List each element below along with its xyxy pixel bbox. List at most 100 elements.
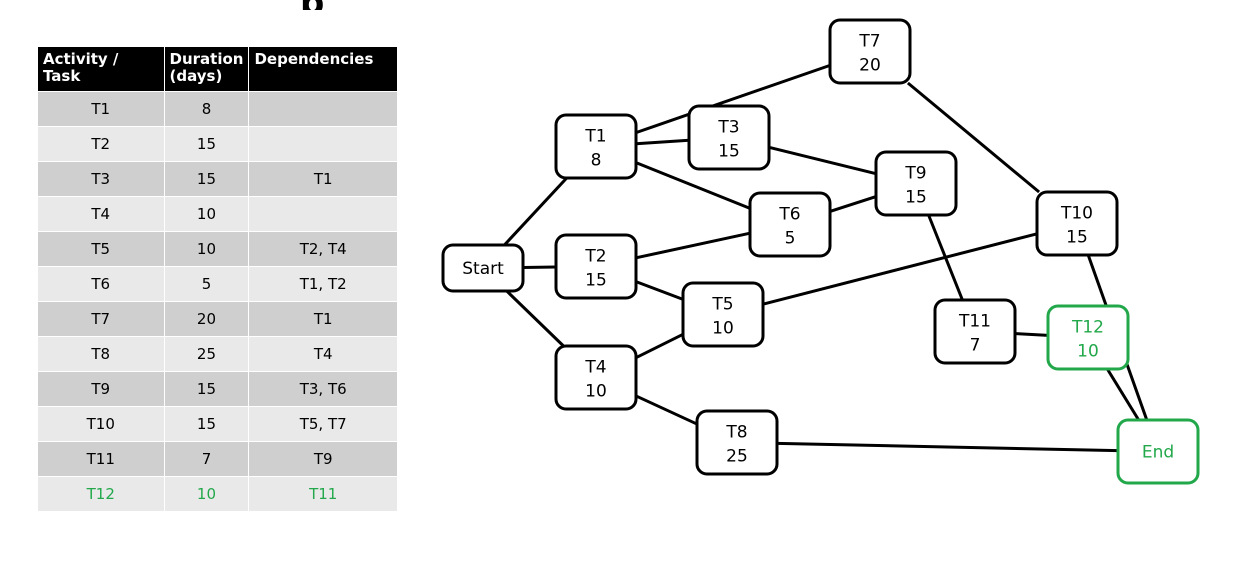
node-t6: T65 (748, 191, 832, 258)
node-label: T3 (717, 118, 739, 138)
node-duration: 15 (585, 271, 607, 291)
node-duration: 20 (859, 56, 881, 76)
node-box (695, 409, 779, 476)
edge-t7-t10 (906, 81, 1041, 194)
node-label: T4 (584, 358, 606, 378)
node-t1: T18 (554, 113, 638, 180)
edge-t9-t11 (927, 214, 964, 301)
node-box (1046, 304, 1130, 371)
node-box (933, 298, 1017, 365)
task-table: Activity / Task Duration (days) Dependen… (38, 47, 397, 511)
node-box (687, 104, 771, 171)
cell-duration: 10 (164, 195, 250, 231)
node-label: T9 (904, 164, 926, 184)
edge-t6-t9 (829, 195, 877, 213)
node-duration: 10 (1077, 342, 1099, 362)
cell-duration: 10 (164, 475, 250, 511)
cell-duration: 15 (164, 405, 250, 441)
cell-task: T1 (38, 90, 165, 126)
header-duration: Duration (days) (164, 47, 250, 91)
edge-t11-t12 (1014, 332, 1049, 337)
node-duration: 15 (1066, 228, 1088, 248)
edge-t1-t7 (635, 63, 831, 135)
node-label: Start (462, 259, 504, 279)
cell-dependencies (248, 125, 397, 161)
node-label: T8 (725, 423, 747, 443)
title-fragment: p (300, 0, 340, 10)
cell-duration: 8 (164, 90, 250, 126)
cell-duration: 5 (164, 265, 250, 301)
edge-t2-t5 (635, 280, 684, 301)
node-box (748, 191, 832, 258)
node-box (554, 233, 638, 300)
cell-duration: 25 (164, 335, 250, 371)
node-duration: 15 (718, 142, 740, 162)
node-duration: 7 (970, 336, 981, 356)
node-start: Start (441, 243, 525, 293)
cell-dependencies: T4 (248, 335, 397, 371)
cell-dependencies: T1, T2 (248, 265, 397, 301)
edge-t1-t3 (635, 138, 690, 146)
cell-duration: 15 (164, 160, 250, 196)
cell-task: T6 (38, 265, 165, 301)
task-table-header: Activity / Task Duration (days) Dependen… (38, 47, 397, 91)
cell-dependencies (248, 90, 397, 126)
edge-t4-t8 (635, 394, 698, 426)
node-box (441, 243, 525, 293)
cell-dependencies: T5, T7 (248, 405, 397, 441)
cell-dependencies: T2, T4 (248, 230, 397, 266)
node-duration: 10 (585, 382, 607, 402)
cell-task: T3 (38, 160, 165, 196)
cell-task: T2 (38, 125, 165, 161)
cell-task: T8 (38, 335, 165, 371)
node-end: End (1116, 418, 1200, 485)
node-box (554, 344, 638, 411)
cell-dependencies (248, 195, 397, 231)
node-duration: 10 (712, 319, 734, 339)
node-duration: 5 (785, 229, 796, 249)
node-box (681, 281, 765, 348)
edge-t1-t6 (635, 161, 751, 210)
node-label: T11 (958, 312, 991, 332)
edge-t8-end (776, 441, 1119, 453)
edge-start-t4 (505, 289, 565, 348)
node-label: T12 (1071, 318, 1104, 338)
edge-t4-t5 (635, 332, 684, 360)
cell-task: T5 (38, 230, 165, 266)
header-dependencies: Dependencies (248, 47, 397, 91)
cell-task: T12 (38, 475, 165, 511)
node-box (874, 150, 958, 217)
cell-duration: 10 (164, 230, 250, 266)
node-label: T6 (778, 205, 800, 225)
cell-dependencies: T1 (248, 300, 397, 336)
cell-duration: 7 (164, 440, 250, 476)
cell-dependencies: T11 (248, 475, 397, 511)
edge-start-t1 (503, 176, 568, 247)
cell-dependencies: T3, T6 (248, 370, 397, 406)
cell-task: T7 (38, 300, 165, 336)
edge-t5-t10 (762, 232, 1038, 306)
node-label: T1 (584, 127, 606, 147)
cell-task: T9 (38, 370, 165, 406)
node-box (1035, 190, 1119, 257)
cell-task: T4 (38, 195, 165, 231)
